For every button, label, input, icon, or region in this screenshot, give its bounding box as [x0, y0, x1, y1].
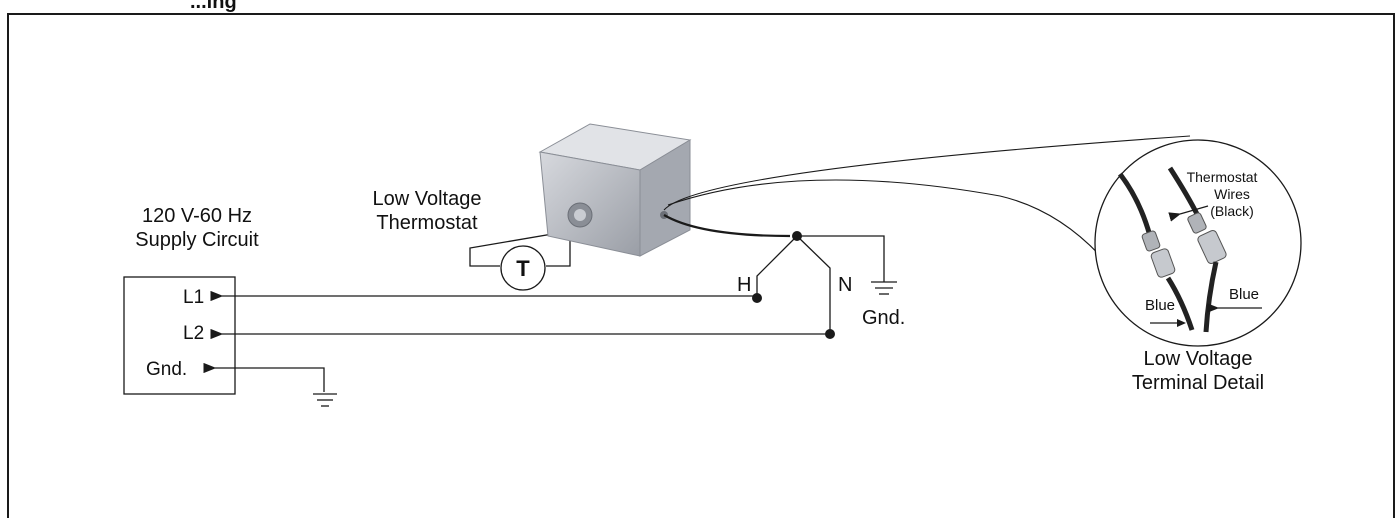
thermostat-wires-label-line1: Thermostat — [1187, 169, 1258, 185]
h-node — [752, 293, 762, 303]
thermostat-title-line2: Thermostat — [376, 212, 478, 234]
junction-h-label: H — [737, 274, 751, 296]
thermostat-wires-label-line2: Wires — [1214, 186, 1250, 202]
n-branch-wire — [796, 235, 831, 334]
n-node — [825, 329, 835, 339]
terminal-detail-circle — [1094, 139, 1302, 347]
supply-title-line2: Supply Circuit — [135, 229, 259, 251]
thermostat-symbol-letter: T — [516, 256, 530, 281]
blue-left-label: Blue — [1145, 297, 1175, 314]
heater-unit-image — [538, 123, 692, 257]
thermostat-title-line1: Low Voltage — [373, 188, 482, 210]
junction-n-label: N — [838, 274, 852, 296]
detail-leader-upper — [663, 135, 1191, 211]
supply-ground-symbol — [313, 393, 337, 407]
cable-box-to-junction — [663, 214, 791, 238]
supply-l2-label: L2 — [183, 323, 204, 344]
h-branch-wire — [756, 235, 798, 298]
blue-right-label: Blue — [1229, 286, 1259, 303]
terminal-detail-caption-line1: Low Voltage — [1144, 348, 1253, 370]
thermostat-wires-label-line3: (Black) — [1210, 203, 1254, 219]
supply-gnd-wire — [203, 362, 325, 392]
figure-border — [7, 13, 1395, 518]
blue-left-arrowhead — [1177, 319, 1186, 327]
supply-gnd-label: Gnd. — [146, 359, 187, 380]
junction-gnd-wire — [797, 235, 885, 282]
header-fragment: ...ing — [190, 0, 237, 13]
detail-leader-lower — [667, 179, 1107, 263]
supply-title-line1: 120 V-60 Hz — [142, 205, 252, 227]
junction-gnd-label: Gnd. — [862, 307, 905, 329]
terminal-detail-caption-line2: Terminal Detail — [1132, 372, 1264, 394]
thermostat-symbol-circle — [500, 245, 546, 291]
terminal-detail-wires — [1118, 166, 1227, 333]
supply-l1-label: L1 — [183, 287, 204, 308]
junction-ground-symbol — [871, 281, 897, 295]
thermostat-wires-pointer — [1168, 205, 1209, 222]
